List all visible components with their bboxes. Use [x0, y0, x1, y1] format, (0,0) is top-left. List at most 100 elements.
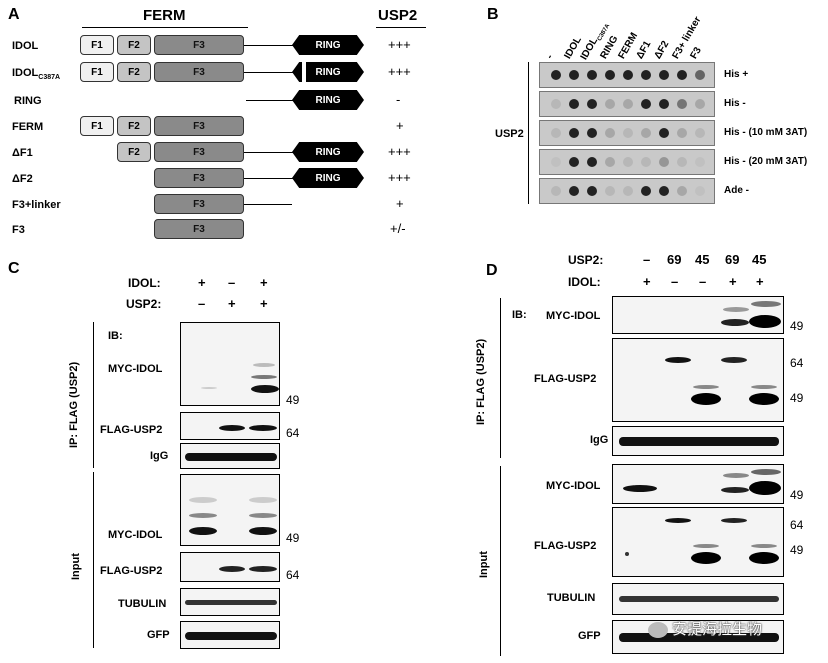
band [665, 357, 691, 363]
score-df1: +++ [388, 144, 411, 159]
yeast-spot [551, 186, 561, 196]
input-label: Input [478, 551, 490, 578]
yeast-spot [623, 99, 633, 109]
yeast-spot [605, 128, 615, 138]
band [185, 632, 277, 640]
yeast-spot [623, 128, 633, 138]
panel-b-column-header: ΔF1 [634, 39, 654, 61]
band [721, 487, 749, 493]
blot-myc-idol-ip [180, 322, 280, 406]
yeast-spot [641, 70, 651, 80]
band [249, 497, 277, 503]
yeast-spot [641, 157, 651, 167]
marker: 49 [790, 543, 804, 557]
blot-flag-usp2-input [612, 507, 784, 577]
domain-f2: F2 [117, 116, 151, 136]
blot-flag-usp2-ip [612, 338, 784, 422]
blot-flag-usp2-ip [180, 412, 280, 440]
band [749, 315, 781, 328]
band [693, 544, 719, 548]
spot-row-label: His + [724, 69, 749, 80]
panel-a-letter: A [8, 6, 20, 23]
row-label-ferm: FERM [12, 121, 44, 133]
yeast-spot [587, 128, 597, 138]
input-label: Input [70, 553, 82, 580]
linker-line [246, 100, 294, 101]
condition-mark: 45 [752, 252, 767, 267]
band [751, 544, 777, 548]
yeast-spot [569, 70, 579, 80]
band [619, 633, 779, 642]
domain-f3: F3 [154, 219, 244, 239]
wechat-icon [648, 621, 668, 638]
blot-myc-idol-input [180, 474, 280, 546]
score-idol-c387a: +++ [388, 64, 411, 79]
marker: 49 [286, 531, 300, 545]
marker: 49 [790, 488, 804, 502]
cond-usp2-label: USP2: [568, 253, 604, 267]
blot-tubulin-input [612, 583, 784, 615]
domain-f2: F2 [117, 62, 151, 82]
condition-mark: + [260, 275, 268, 290]
score-df2: +++ [388, 170, 411, 185]
yeast-spot [695, 128, 705, 138]
marker: 64 [286, 568, 300, 582]
yeast-spot [587, 70, 597, 80]
marker: 64 [286, 426, 300, 440]
ib-label: IB: [108, 330, 123, 342]
domain-ring-mutant: RING [292, 62, 364, 82]
panel-c-letter: C [8, 260, 20, 277]
condition-mark: + [260, 296, 268, 311]
yeast-spot [641, 99, 651, 109]
cond-idol-label: IDOL: [568, 275, 601, 289]
spot-row-label: Ade - [724, 185, 749, 196]
panel-b-bracket [528, 62, 529, 204]
yeast-spot [587, 186, 597, 196]
panel-b-column-header: F3 [688, 45, 704, 61]
yeast-spot [623, 186, 633, 196]
blot-label: TUBULIN [547, 592, 596, 604]
yeast-spot [659, 70, 669, 80]
yeast-spot [605, 186, 615, 196]
condition-mark: – [643, 252, 651, 267]
row-label-df2: ΔF2 [12, 173, 33, 185]
domain-f2: F2 [117, 142, 151, 162]
yeast-spot [659, 157, 669, 167]
panel-b-column-header: - [544, 52, 556, 61]
domain-f1: F1 [80, 62, 114, 82]
condition-mark: – [671, 274, 679, 289]
marker: 64 [790, 518, 804, 532]
band [249, 527, 277, 535]
band [625, 552, 629, 556]
cond-usp2-label: USP2: [126, 297, 162, 311]
band [253, 363, 275, 367]
blot-label: TUBULIN [118, 598, 167, 610]
ferm-header: FERM [143, 7, 186, 24]
spot-row [539, 120, 715, 146]
marker: 49 [790, 391, 804, 405]
ip-label: IP: FLAG (USP2) [68, 361, 80, 448]
yeast-spot [605, 70, 615, 80]
yeast-spot [551, 99, 561, 109]
band [619, 596, 779, 602]
spot-row [539, 149, 715, 175]
blot-tubulin-input [180, 588, 280, 616]
band [249, 513, 277, 518]
yeast-spot [569, 128, 579, 138]
condition-mark: + [756, 274, 764, 289]
band [249, 566, 277, 572]
score-ring: - [396, 92, 401, 107]
blot-label: MYC-IDOL [546, 310, 601, 322]
band [185, 453, 277, 461]
blot-label: MYC-IDOL [546, 480, 601, 492]
band [721, 518, 747, 523]
band [691, 552, 721, 564]
yeast-spot [677, 128, 687, 138]
band [749, 481, 781, 495]
domain-ring: RING [292, 142, 364, 162]
band [751, 469, 781, 475]
yeast-spot [587, 99, 597, 109]
band [751, 385, 777, 389]
band [721, 319, 749, 326]
score-idol: +++ [388, 37, 411, 52]
